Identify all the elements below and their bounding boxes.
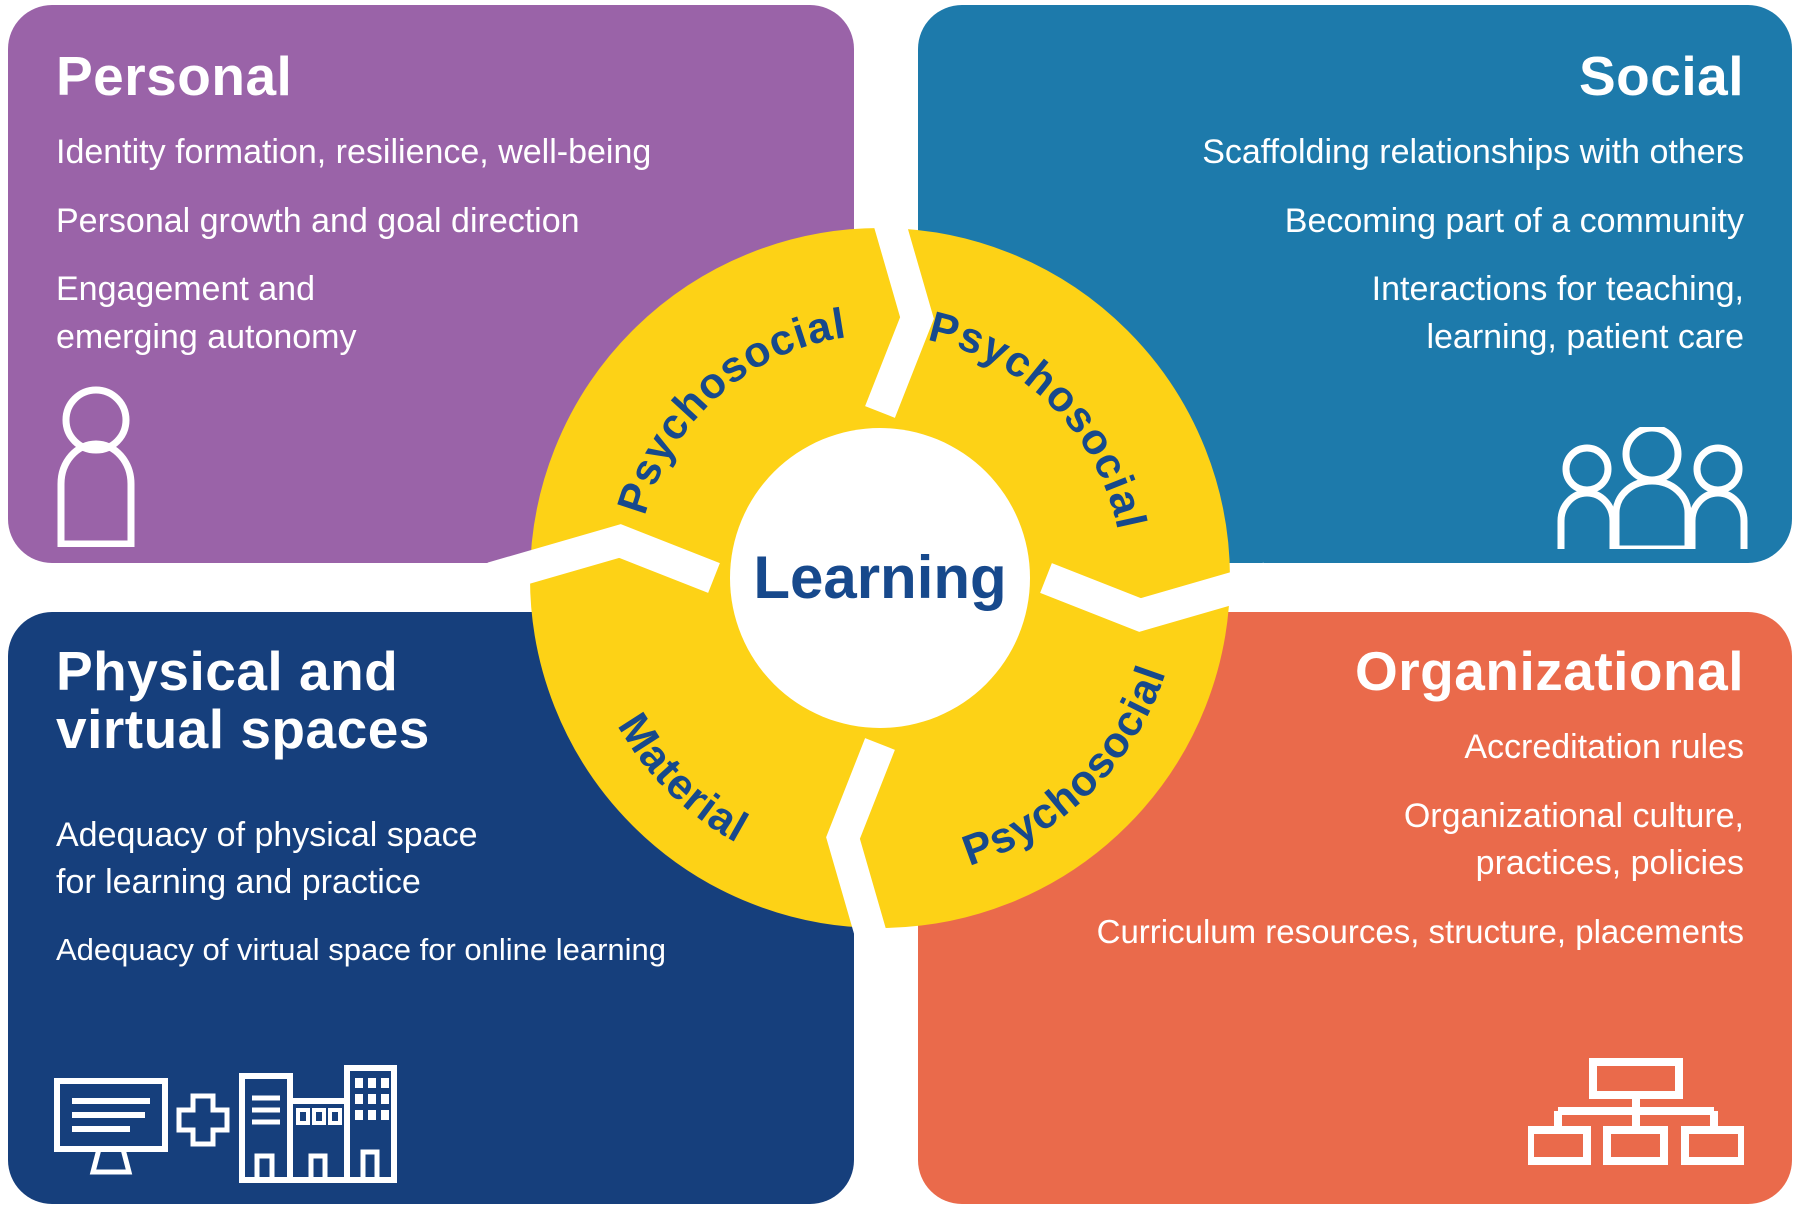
physical-title-line1: Physical and bbox=[56, 640, 399, 702]
panel-personal: Personal Identity formation, resilience,… bbox=[8, 5, 854, 563]
personal-line-4: emerging autonomy bbox=[56, 317, 357, 356]
organizational-line-4: Curriculum resources, structure, placeme… bbox=[1096, 912, 1744, 950]
computer-plus-building-icon bbox=[54, 1065, 397, 1183]
people-icon bbox=[1557, 427, 1748, 549]
social-line-2: Becoming part of a community bbox=[1284, 201, 1744, 240]
panel-social: Social Scaffolding relationships with ot… bbox=[918, 5, 1792, 563]
panel-physical: Physical and virtual spaces Adequacy of … bbox=[8, 612, 854, 1204]
personal-line-1: Identity formation, resilience, well-bei… bbox=[56, 133, 652, 172]
physical-line-1: Adequacy of physical space bbox=[56, 815, 478, 854]
ring-separator-right-icon bbox=[1040, 562, 1273, 632]
organizational-line-3: practices, policies bbox=[1475, 844, 1744, 883]
org-chart-icon bbox=[1528, 1058, 1744, 1165]
organizational-line-1: Accreditation rules bbox=[1464, 728, 1744, 767]
personal-line-3: Engagement and bbox=[56, 270, 315, 309]
personal-title: Personal bbox=[56, 45, 293, 107]
social-title: Social bbox=[1578, 45, 1744, 107]
physical-title-line2: virtual spaces bbox=[56, 698, 430, 761]
person-icon bbox=[57, 386, 135, 547]
ring-separator-top-icon bbox=[864, 185, 934, 418]
physical-line-3: Adequacy of virtual space for online lea… bbox=[56, 931, 667, 967]
social-line-4: learning, patient care bbox=[1426, 317, 1744, 356]
personal-line-2: Personal growth and goal direction bbox=[56, 201, 580, 240]
physical-line-2: for learning and practice bbox=[56, 863, 421, 902]
panel-organizational: Organizational Accreditation rules Organ… bbox=[918, 612, 1792, 1204]
organizational-title: Organizational bbox=[1355, 640, 1744, 702]
social-line-3: Interactions for teaching, bbox=[1371, 270, 1744, 309]
organizational-line-2: Organizational culture, bbox=[1403, 796, 1744, 835]
social-line-1: Scaffolding relationships with others bbox=[1202, 133, 1744, 172]
